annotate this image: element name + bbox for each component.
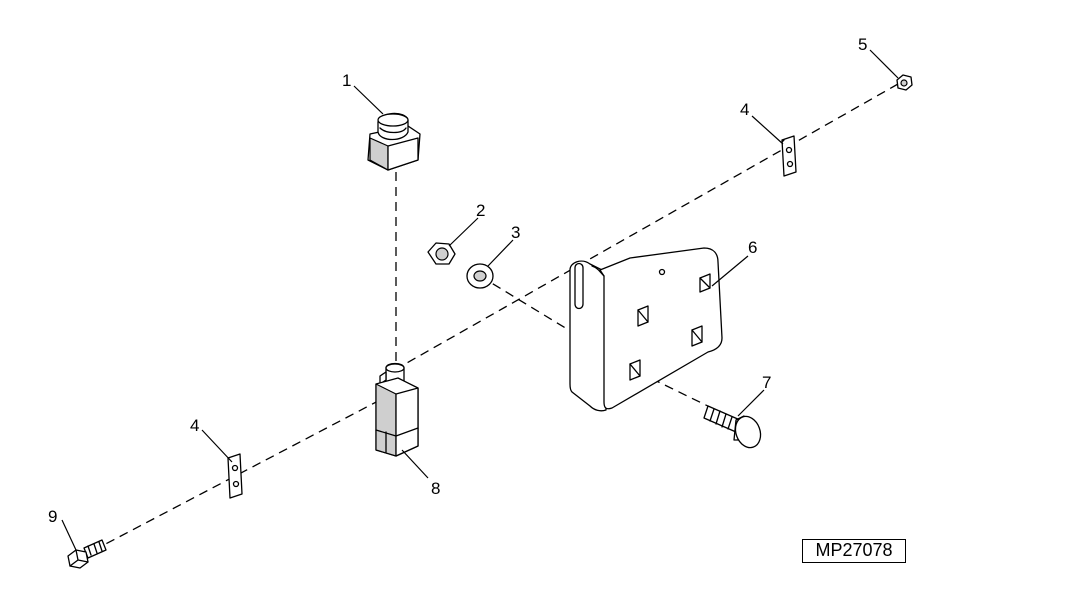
part-1-switch-cap xyxy=(367,112,421,171)
leader-7 xyxy=(737,389,765,417)
callout-2: 2 xyxy=(476,201,485,220)
part-4-clip-plate-lower xyxy=(227,453,243,499)
figure-id-label: MP27078 xyxy=(802,539,906,563)
leader-3 xyxy=(487,239,514,267)
part-9-hex-bolt xyxy=(67,539,107,569)
leader-4-upper xyxy=(751,115,784,145)
leader-5 xyxy=(869,49,899,79)
leader-lines xyxy=(61,49,899,551)
centerline-long-diagonal-upper xyxy=(397,83,899,369)
callout-7: 7 xyxy=(762,373,771,392)
callout-8: 8 xyxy=(431,479,440,498)
part-8-switch-body xyxy=(375,362,419,457)
part-4-clip-plate-upper xyxy=(781,135,797,177)
callout-4-upper: 4 xyxy=(740,100,749,119)
leader-8 xyxy=(401,449,429,479)
part-5-small-nut xyxy=(896,74,913,91)
callout-4-lower: 4 xyxy=(190,416,199,435)
leader-9 xyxy=(61,519,77,551)
leader-6 xyxy=(711,255,749,287)
centerline-long-diagonal-lower xyxy=(97,399,381,549)
centerline-washer-to-bracket xyxy=(479,275,573,333)
part-3-flat-washer xyxy=(466,263,494,289)
callout-1: 1 xyxy=(342,71,351,90)
callout-6: 6 xyxy=(748,238,757,257)
callout-5: 5 xyxy=(858,35,867,54)
assembly-centerlines xyxy=(97,83,899,549)
leader-2 xyxy=(448,217,479,247)
part-7-carriage-bolt xyxy=(703,405,762,449)
leader-1 xyxy=(353,85,384,115)
callout-labels: 1 2 3 4 4 5 6 7 8 9 xyxy=(48,35,867,526)
part-6-mounting-bracket xyxy=(569,247,723,412)
part-2-hex-nut xyxy=(427,242,456,265)
callout-3: 3 xyxy=(511,223,520,242)
callout-9: 9 xyxy=(48,507,57,526)
leader-4-lower xyxy=(201,429,233,463)
